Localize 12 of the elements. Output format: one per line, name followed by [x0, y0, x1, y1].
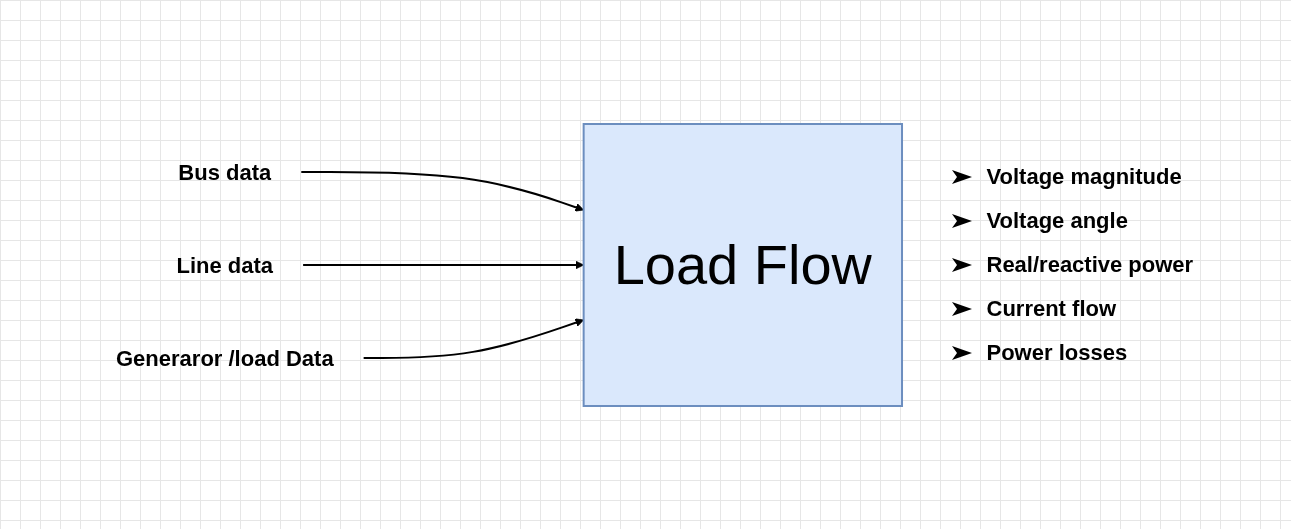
output-label: Voltage angle	[986, 207, 1128, 234]
node-text: Line data	[177, 252, 274, 277]
output-label: Current flow	[986, 295, 1117, 322]
arrow	[300, 170, 585, 212]
node-text: Bus data	[178, 159, 272, 184]
output-label: Power losses	[986, 339, 1128, 366]
output-label: Real/reactive power	[986, 251, 1194, 278]
output-label: Voltage magnitude	[986, 163, 1182, 190]
node-text: Generaror /load Data	[116, 345, 335, 370]
arrow	[363, 317, 585, 359]
node-box: Load Flow	[583, 122, 904, 407]
arrow	[302, 260, 585, 269]
